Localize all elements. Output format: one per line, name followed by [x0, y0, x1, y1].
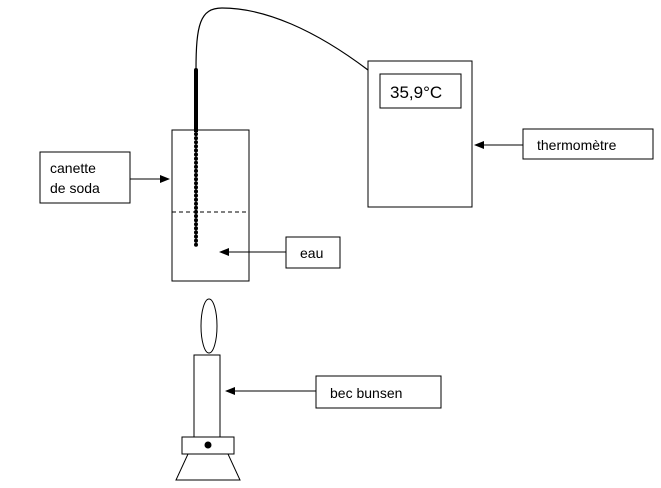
thermometer-reading: 35,9°C	[390, 83, 442, 102]
burner-label: bec bunsen	[330, 385, 402, 401]
soda-can	[171, 129, 250, 282]
thermometer-arrowhead	[474, 141, 484, 149]
flame	[200, 298, 218, 354]
can-label-box	[39, 151, 131, 204]
thermometer-label: thermomètre	[537, 137, 617, 153]
burner-tube	[193, 354, 221, 438]
burner-base	[175, 453, 241, 481]
burner-arrowhead	[225, 387, 235, 395]
can-label-line2: de soda	[50, 180, 100, 196]
can-label-line1: canette	[50, 160, 96, 176]
water-arrowhead	[219, 248, 229, 256]
thermometer-display	[379, 73, 462, 109]
thermometer-label-box	[522, 128, 654, 160]
probe-rod	[194, 70, 198, 132]
water-label-box	[285, 236, 341, 269]
water-label: eau	[300, 245, 323, 261]
probe-cable	[195, 7, 369, 71]
can-arrowhead	[160, 175, 170, 183]
burner-air-hole	[204, 441, 212, 449]
burner-label-box	[315, 375, 442, 409]
